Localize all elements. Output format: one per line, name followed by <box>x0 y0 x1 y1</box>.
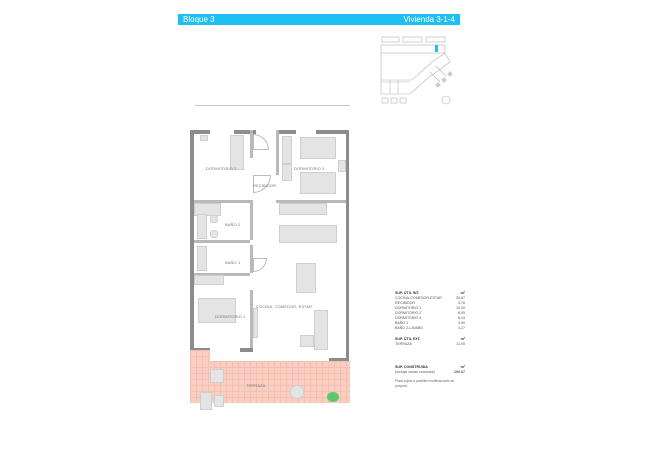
label-bano-2: BAÑO 2 <box>225 222 241 227</box>
exterior-header: SUP. ÚTIL EXT. m² <box>395 337 465 341</box>
interior-header: SUP. ÚTIL INT. m² <box>395 291 465 295</box>
label-bano-1: BAÑO 1 <box>225 260 241 265</box>
label-dormitorio-3: DORMITORIO 3 <box>294 166 325 171</box>
key-plan <box>380 36 453 105</box>
floor-plan: DORMITORIO 2 DORMITORIO 3 RECIBIDOR BAÑO… <box>190 130 350 410</box>
unit-title: Vivienda 3-1-4 <box>403 15 455 24</box>
built-header: SUP. CONSTRUIDA m² <box>395 365 465 369</box>
built-row: (incluye zonas comunes) 100.67 <box>395 370 465 374</box>
label-dormitorio-2: DORMITORIO 2 <box>206 166 237 171</box>
divider-line <box>195 105 350 106</box>
unit-highlight <box>435 45 438 52</box>
label-dormitorio-1: DORMITORIO 1 <box>215 314 246 319</box>
label-terraza: TERRAZA <box>246 383 266 388</box>
plant-icon <box>327 392 339 402</box>
disclaimer-note: Plano sujeto a posibles modificaciones d… <box>395 379 455 388</box>
block-title: Bloque 3 <box>183 15 215 24</box>
label-cocina: COCINA, COMEDOR, ESTAR <box>256 304 313 309</box>
label-recibidor: RECIBIDOR <box>253 183 277 188</box>
header-bar: Bloque 3 Vivienda 3-1-4 <box>178 14 460 25</box>
